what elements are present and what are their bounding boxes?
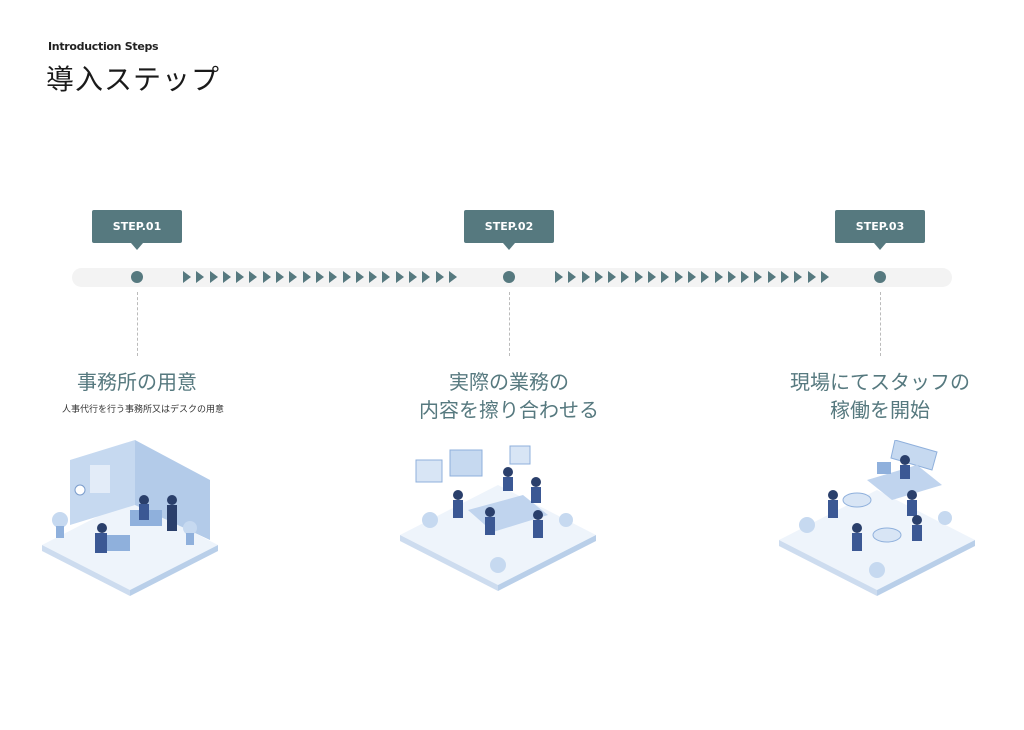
- step-1-description: 人事代行を行う事務所又はデスクの用意: [61, 405, 224, 415]
- arrow-icon: [302, 271, 311, 283]
- arrow-icon: [448, 271, 457, 283]
- arrow-icon: [781, 271, 790, 283]
- arrow-icon: [754, 271, 763, 283]
- arrow-row-1: [183, 271, 457, 283]
- step-1-connector: [137, 292, 138, 356]
- arrow-icon: [262, 271, 271, 283]
- arrow-icon: [581, 271, 590, 283]
- arrow-icon: [422, 271, 431, 283]
- step-2-connector: [509, 292, 510, 356]
- arrow-icon: [568, 271, 577, 283]
- arrow-icon: [594, 271, 603, 283]
- arrow-icon: [555, 271, 563, 283]
- arrow-icon: [767, 271, 776, 283]
- arrow-icon: [741, 271, 750, 283]
- workplace-illustration: [779, 440, 975, 596]
- arrow-icon: [369, 271, 378, 283]
- arrow-icon: [621, 271, 630, 283]
- step-3-title-line2: 稼働を開始: [830, 398, 930, 422]
- arrow-icon: [276, 271, 285, 283]
- arrow-icon: [701, 271, 710, 283]
- arrow-icon: [209, 271, 218, 283]
- step-3-title: 現場にてスタッフの稼働を開始: [730, 368, 1024, 424]
- step-3-dot: [874, 271, 886, 283]
- step-2-title-line1: 実際の業務の: [449, 370, 569, 394]
- arrow-icon: [608, 271, 617, 283]
- arrow-row-2: [555, 271, 829, 283]
- arrow-icon: [820, 271, 829, 283]
- step-1-tag: STEP.01: [92, 210, 182, 250]
- arrow-icon: [794, 271, 803, 283]
- step-2-tag: STEP.02: [464, 210, 554, 250]
- arrow-icon: [727, 271, 736, 283]
- arrow-icon: [222, 271, 231, 283]
- step-2-title-line2: 内容を擦り合わせる: [419, 398, 599, 422]
- step-1-title-line: 事務所の用意: [77, 370, 197, 394]
- arrow-icon: [196, 271, 205, 283]
- arrow-icon: [648, 271, 657, 283]
- step-3-title-line1: 現場にてスタッフの: [790, 370, 970, 394]
- arrow-icon: [236, 271, 245, 283]
- meeting-illustration: [400, 445, 596, 591]
- arrow-icon: [687, 271, 696, 283]
- arrow-icon: [342, 271, 351, 283]
- arrow-icon: [395, 271, 404, 283]
- step-1-dot: [131, 271, 143, 283]
- step-3-tag: STEP.03: [835, 210, 925, 250]
- arrow-icon: [435, 271, 444, 283]
- arrow-icon: [382, 271, 391, 283]
- arrow-icon: [289, 271, 298, 283]
- arrow-icon: [714, 271, 723, 283]
- page-subtitle: Introduction Steps: [48, 40, 159, 53]
- step-3-connector: [880, 292, 881, 356]
- step-2-title: 実際の業務の内容を擦り合わせる: [359, 368, 659, 424]
- arrow-icon: [315, 271, 324, 283]
- arrow-icon: [183, 271, 191, 283]
- arrow-icon: [674, 271, 683, 283]
- arrow-icon: [409, 271, 418, 283]
- arrow-icon: [661, 271, 670, 283]
- arrow-icon: [634, 271, 643, 283]
- page-title: 導入ステップ: [46, 63, 221, 96]
- arrow-icon: [329, 271, 338, 283]
- arrow-icon: [355, 271, 364, 283]
- office-illustration: [42, 440, 218, 596]
- step-1-title: 事務所の用意: [0, 368, 287, 396]
- arrow-icon: [249, 271, 258, 283]
- arrow-icon: [807, 271, 816, 283]
- step-2-dot: [503, 271, 515, 283]
